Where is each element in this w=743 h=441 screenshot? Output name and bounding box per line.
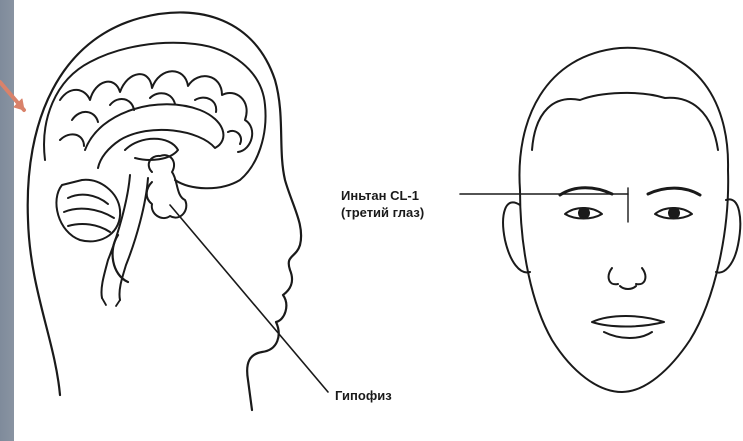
lower-lip	[604, 332, 652, 338]
pituitary-label: Гипофиз	[335, 387, 392, 404]
cerebellum-folia	[64, 195, 114, 232]
yintang-label: Иньтан CL-1 (третий глаз)	[341, 187, 424, 221]
mouth	[592, 316, 664, 327]
nose	[609, 268, 646, 289]
brain	[44, 43, 265, 306]
corpus-callosum	[85, 104, 223, 168]
spinal-cord	[102, 298, 120, 306]
face-front	[503, 48, 740, 392]
face-outline	[519, 48, 728, 392]
pituitary-gland	[147, 155, 187, 218]
left-pupil	[579, 208, 589, 218]
hairline	[532, 93, 718, 150]
right-eyebrow	[648, 188, 700, 195]
yintang-point-name: Иньтан CL-1	[341, 187, 424, 204]
yintang-note: (третий глаз)	[341, 204, 424, 221]
right-pupil	[669, 208, 679, 218]
